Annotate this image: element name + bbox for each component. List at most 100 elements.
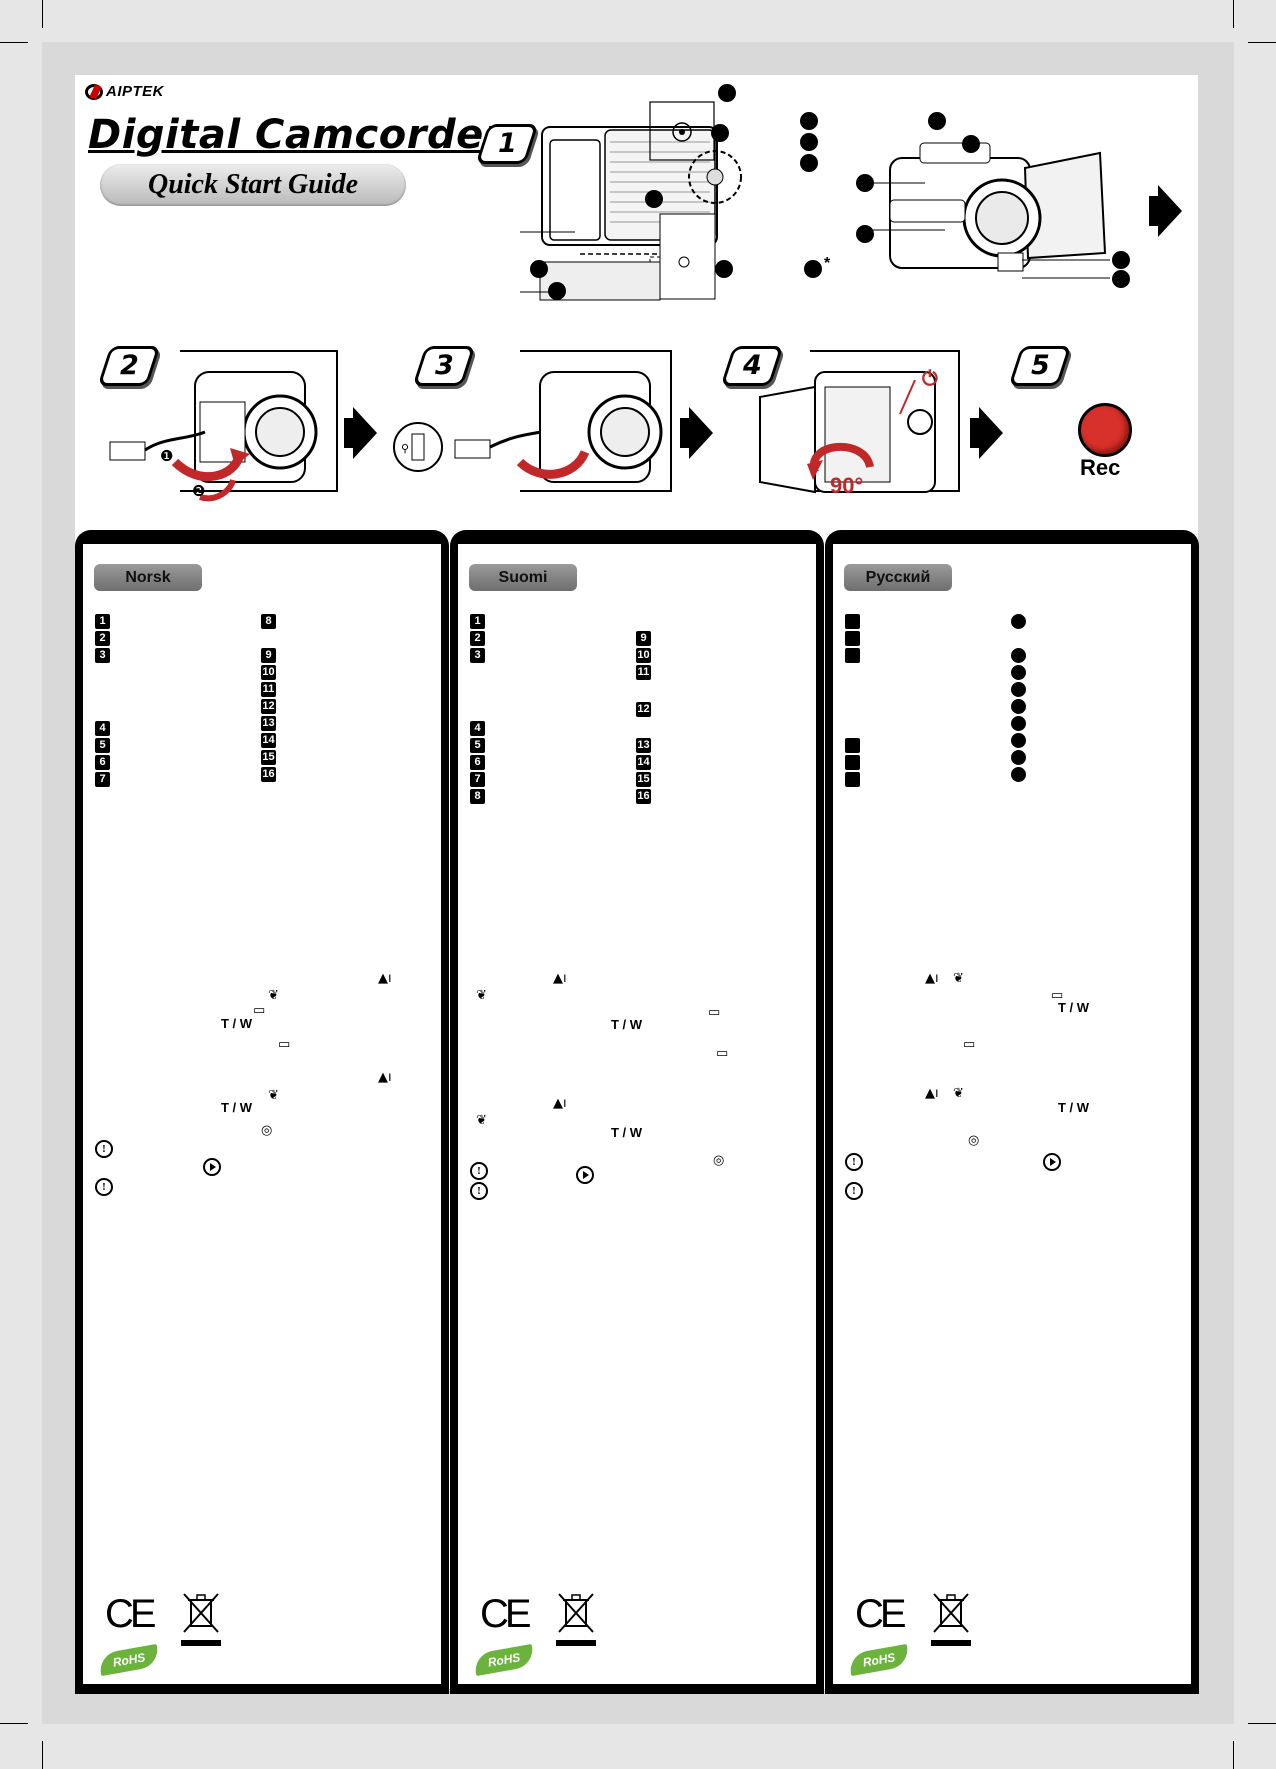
aiptek-logo: AIPTEK [85, 83, 165, 101]
power-icon: ⏻ [922, 366, 938, 390]
item-number-badge: 1 [470, 614, 485, 629]
video-mode-icon: ▭ [708, 1005, 721, 1020]
record-label: Rec [1080, 455, 1121, 480]
record-button-icon [1078, 403, 1132, 457]
crop-mark [1248, 42, 1276, 43]
weee-bin-icon [933, 1593, 969, 1633]
item-number-badge: 8 [261, 614, 276, 629]
next-arrow-stem [680, 418, 690, 448]
crop-mark [1248, 1723, 1276, 1724]
macro-icon: ❦ [953, 1086, 964, 1101]
item-number-badge: 13 [261, 716, 276, 731]
item-number-badge: 10 [1011, 665, 1026, 680]
rohs-badge: RoHS [847, 1643, 911, 1677]
crop-mark [1233, 0, 1234, 28]
ce-mark: CE [855, 1592, 907, 1636]
next-arrow-stem [970, 418, 980, 448]
macro-icon: ❦ [268, 988, 279, 1003]
page-subtitle: Quick Start Guide [147, 169, 359, 200]
item-number-badge: 9 [636, 631, 651, 646]
item-number-badge: 14 [636, 755, 651, 770]
callout-marker [1112, 270, 1130, 288]
item-number-badge: 4 [470, 721, 485, 736]
crop-mark [0, 42, 28, 43]
callout-marker [800, 112, 818, 130]
weee-bar [181, 1640, 221, 1646]
item-number-badge: 6 [95, 755, 110, 770]
item-number-badge: 4 [95, 721, 110, 736]
callout-marker [1112, 251, 1130, 269]
item-number-badge: 14 [261, 733, 276, 748]
macro-icon: ❦ [953, 971, 964, 986]
callout-marker [715, 260, 733, 278]
step-3-frame [520, 350, 672, 492]
step-2-frame [180, 350, 338, 492]
item-number-badge: 1 [845, 614, 860, 629]
item-number-badge: 4 [845, 738, 860, 753]
item-number-badge: 8 [470, 789, 485, 804]
zoom-label: T / W [1058, 1000, 1090, 1015]
next-arrow-stem [1149, 196, 1159, 226]
crop-mark [1233, 1741, 1234, 1769]
ce-mark: CE [480, 1592, 532, 1636]
scene-icon: ▲ı [925, 971, 939, 986]
section-body: Русский1234568910111213141516▲ı❦▭T / W▭▲… [833, 544, 1191, 1684]
warning-icon: ! [95, 1178, 113, 1196]
item-number-badge: 9 [1011, 648, 1026, 663]
callout-marker [928, 112, 946, 130]
crop-mark [42, 0, 43, 28]
callout-marker [800, 133, 818, 151]
scene-icon: ▲ı [553, 971, 567, 986]
brand-name: AIPTEK [106, 83, 165, 100]
marker-2: ❷ [192, 482, 206, 500]
item-number-badge: 14 [1011, 733, 1026, 748]
next-arrow-icon [353, 407, 377, 459]
scene-icon: ▲ı [553, 1096, 567, 1111]
callout-marker [800, 154, 818, 172]
next-arrow-stem [344, 418, 354, 448]
rotation-angle: 90° [830, 473, 864, 498]
zoom-label: T / W [611, 1017, 643, 1032]
warning-icon: ! [95, 1140, 113, 1158]
item-number-badge: 3 [470, 648, 485, 663]
item-number-badge: 3 [95, 648, 110, 663]
next-arrow-icon [1158, 185, 1182, 237]
language-tab: Norsk [94, 564, 202, 591]
callout-marker [856, 174, 874, 192]
callout-marker [804, 260, 822, 278]
language-section: Русский1234568910111213141516▲ı❦▭T / W▭▲… [825, 530, 1199, 1694]
item-number-badge: 16 [636, 789, 651, 804]
step-2-battery-illustration [109, 371, 318, 502]
item-number-badge: 13 [1011, 716, 1026, 731]
macro-icon: ❦ [268, 1088, 279, 1103]
next-arrow-icon [689, 407, 713, 459]
zoom-label: T / W [221, 1100, 253, 1115]
warning-icon: ! [470, 1162, 488, 1180]
weee-bar [931, 1640, 971, 1646]
crop-mark [0, 1723, 28, 1724]
playback-icon [1043, 1153, 1061, 1171]
item-number-badge: 3 [845, 648, 860, 663]
macro-icon: ❦ [476, 988, 487, 1003]
callout-marker [718, 84, 736, 102]
item-number-badge: 11 [1011, 682, 1026, 697]
weee-bar [556, 1640, 596, 1646]
video-mode-icon: ▭ [1051, 988, 1064, 1003]
aiptek-logo-icon [85, 84, 103, 101]
callout-marker [530, 260, 548, 278]
zoom-label: T / W [1058, 1100, 1090, 1115]
item-number-badge: 12 [261, 699, 276, 714]
scene-icon: ▲ı [378, 971, 392, 986]
step-3-usb-illustration: ⚲ [393, 371, 663, 483]
item-number-badge: 10 [261, 665, 276, 680]
camcorder-back-diagram [520, 101, 742, 301]
item-number-badge: 15 [261, 750, 276, 765]
rohs-badge: RoHS [97, 1643, 161, 1677]
item-number-badge: 7 [470, 772, 485, 787]
item-number-badge: 9 [261, 648, 276, 663]
video-mode-icon: ▭ [963, 1037, 976, 1052]
zoom-label: T / W [221, 1016, 253, 1031]
item-number-badge: 11 [636, 665, 651, 680]
